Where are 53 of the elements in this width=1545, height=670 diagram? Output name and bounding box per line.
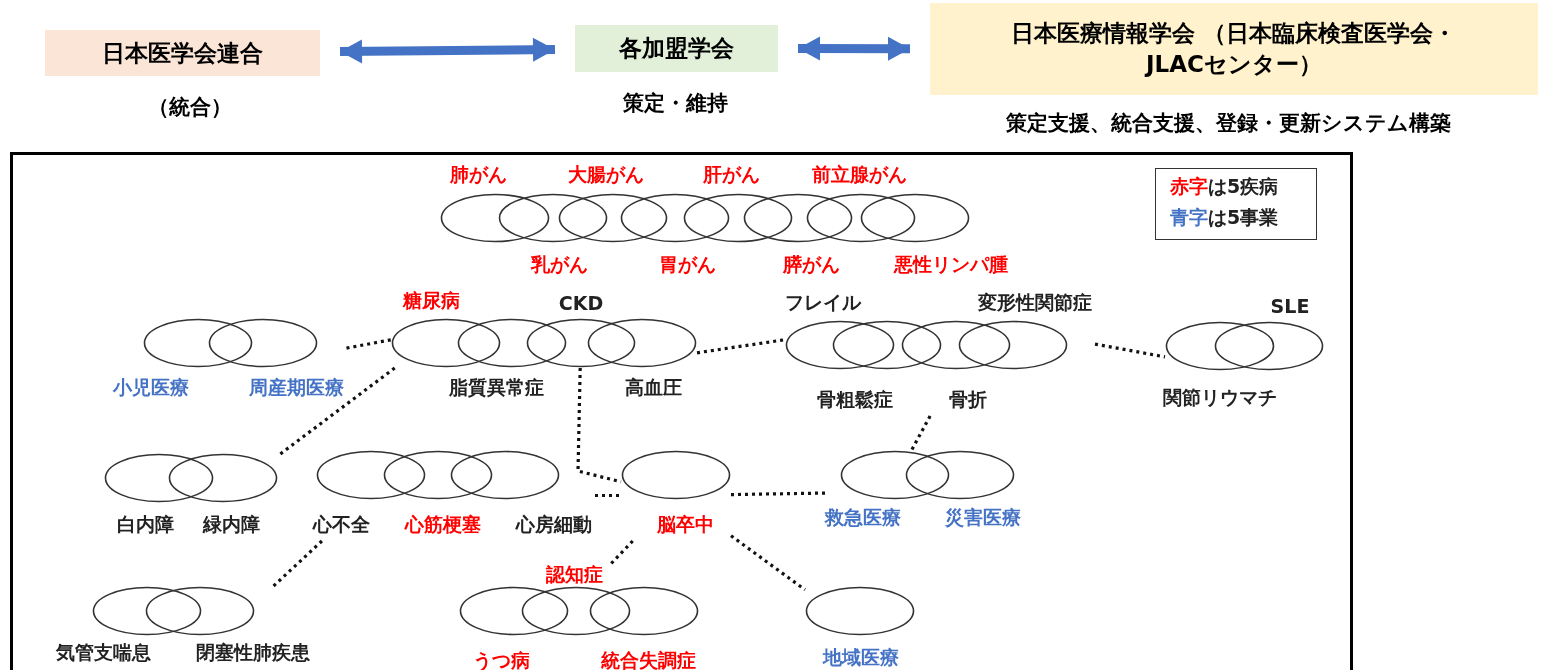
legend-text: 赤字は5疾病	[1170, 174, 1279, 199]
disease-label: 小児医療	[113, 375, 189, 400]
role-text: 策定・維持	[622, 90, 728, 117]
disease-label: 周産期医療	[248, 375, 344, 400]
disease-label: 災害医療	[945, 505, 1021, 530]
disease-label: 骨粗鬆症	[817, 387, 893, 412]
disease-label: 肺がん	[449, 162, 507, 187]
double-arrow	[798, 36, 910, 61]
disease-label: 救急医療	[825, 505, 901, 530]
dotted-line	[696, 338, 786, 355]
disease-label: 心房細動	[516, 512, 592, 537]
disease-label: 前立腺がん	[811, 162, 907, 187]
dotted-line	[576, 367, 622, 484]
dotted-line	[730, 534, 806, 592]
disease-label: 心不全	[312, 512, 370, 537]
disease-label: 悪性リンパ腫	[894, 252, 1008, 277]
disease-label: 膵がん	[782, 252, 840, 277]
double-arrow	[339, 37, 556, 64]
disease-label: 骨折	[949, 387, 987, 412]
disease-label: 高血圧	[624, 375, 682, 400]
disease-label: 緑内障	[202, 512, 260, 537]
disease-label: 脳卒中	[656, 512, 714, 537]
disease-label: 関節リウマチ	[1163, 385, 1277, 410]
disease-label: 糖尿病	[402, 288, 460, 313]
organization-box: 日本医療情報学会 （日本臨床検査医学会・JLACセンター）	[930, 3, 1538, 95]
disease-label: 大腸がん	[568, 162, 644, 187]
dotted-line	[277, 366, 396, 457]
disease-label: 統合失調症	[600, 648, 696, 670]
dotted-line	[608, 539, 634, 567]
dotted-line	[1094, 342, 1166, 359]
dotted-line	[910, 415, 932, 451]
role-text: 策定支援、統合支援、登録・更新システム構築	[1005, 110, 1451, 137]
disease-label: 地域医療	[823, 645, 899, 670]
disease-label: 白内障	[116, 512, 174, 537]
disease-label: フレイル	[785, 290, 861, 315]
organization-box: 日本医学会連合	[45, 30, 320, 76]
dotted-line	[595, 493, 621, 498]
dotted-line	[346, 338, 392, 350]
disease-label: 心筋梗塞	[405, 512, 481, 537]
disease-label: 肝がん	[702, 162, 760, 187]
disease-label: 胃がん	[658, 252, 716, 277]
disease-label: CKD	[558, 292, 604, 314]
disease-label: 脂質異常症	[448, 375, 544, 400]
disease-label: 閉塞性肺疾患	[196, 640, 310, 665]
disease-label: 変形性関節症	[978, 290, 1092, 315]
disease-label: 乳がん	[530, 252, 588, 277]
disease-label: 認知症	[545, 562, 603, 587]
legend-text: 青字は5事業	[1170, 205, 1279, 230]
disease-label: 気管支喘息	[55, 640, 151, 665]
organization-box: 各加盟学会	[575, 25, 778, 72]
dotted-line	[272, 539, 323, 588]
disease-label: SLE	[1270, 295, 1310, 317]
role-text: （統合）	[148, 94, 232, 121]
